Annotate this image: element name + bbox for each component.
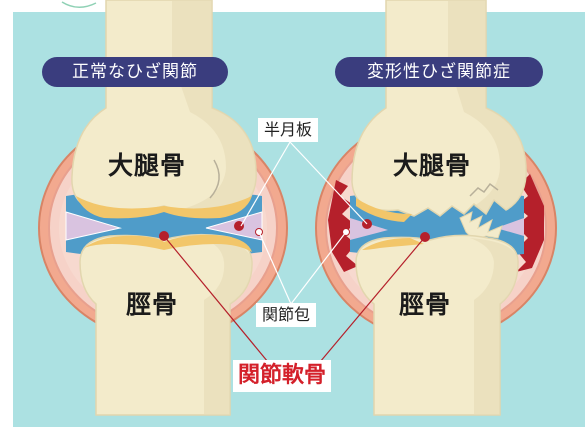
femur-left-shadow	[172, 0, 257, 212]
oa-meniscus-left	[350, 218, 388, 240]
leaf-decoration	[61, 1, 97, 8]
meniscus-marker-dot	[234, 221, 244, 231]
tibia-right-shadow	[470, 238, 518, 415]
eroded-femur-cartilage	[356, 198, 412, 222]
femur-crack	[469, 182, 499, 197]
tibia-cartilage-left	[84, 234, 252, 252]
osteoarthritis-knee	[315, 0, 557, 416]
normal-knee	[38, 0, 288, 416]
oa-meniscus-right	[496, 218, 524, 236]
femur-right-shadow	[448, 0, 527, 214]
femur-label-normal: 大腿骨	[108, 151, 187, 180]
tibia-label-normal: 脛骨	[126, 290, 179, 319]
eroded-tibia-cartilage	[362, 238, 424, 250]
normal-knee-title: 正常なひざ関節	[42, 57, 228, 87]
articular-cartilage-callout: 関節軟骨	[233, 360, 332, 392]
tibia-left-shadow	[200, 238, 252, 415]
femur-condyle-curve	[209, 159, 220, 199]
meniscus-callout: 半月板	[258, 118, 319, 142]
tibia-label-oa: 脛骨	[399, 290, 452, 319]
joint-capsule-callout: 関節包	[256, 303, 317, 327]
femur-cartilage-left	[76, 196, 252, 219]
oa-knee-title: 変形性ひざ関節症	[335, 57, 543, 87]
meniscus-left	[65, 211, 122, 241]
leader-lines	[163, 141, 426, 363]
femur-label-oa: 大腿骨	[393, 151, 472, 180]
